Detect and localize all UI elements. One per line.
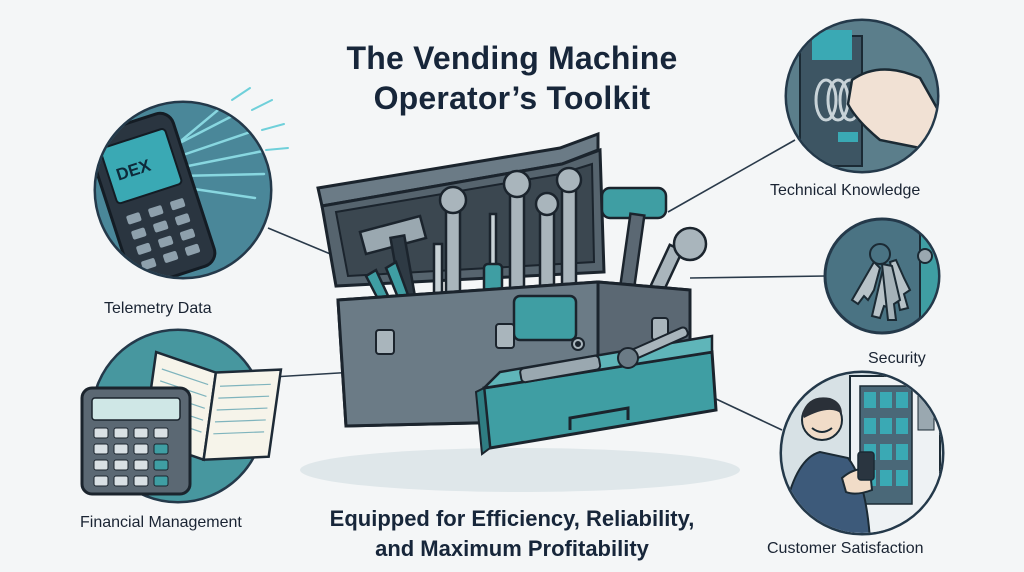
toolbox-illustration: [300, 131, 740, 492]
connector-security: [689, 275, 827, 279]
tagline: Equipped for Efficiency, Reliability, an…: [292, 504, 732, 564]
connector-customer: [713, 397, 783, 431]
tagline-line-1: Equipped for Efficiency, Reliability,: [329, 506, 695, 531]
customer-satisfaction-icon: [779, 370, 945, 536]
security-icon: [823, 217, 941, 335]
connector-technical: [667, 139, 796, 213]
label-financial-management: Financial Management: [80, 514, 242, 531]
connector-telemetry: [267, 227, 341, 259]
title-line-2: Operator’s Toolkit: [373, 80, 651, 116]
label-security: Security: [868, 350, 926, 367]
technical-knowledge-icon: [784, 18, 940, 174]
label-telemetry-data: Telemetry Data: [104, 300, 212, 317]
tagline-line-2: and Maximum Profitability: [375, 536, 649, 561]
label-technical-knowledge: Technical Knowledge: [770, 182, 921, 199]
financial-management-icon: [80, 328, 283, 504]
label-customer-satisfaction: Customer Satisfaction: [767, 540, 924, 557]
telemetry-data-icon: DEX: [93, 87, 289, 280]
title-line-1: The Vending Machine: [346, 40, 678, 76]
page-title: The Vending Machine Operator’s Toolkit: [262, 38, 762, 118]
